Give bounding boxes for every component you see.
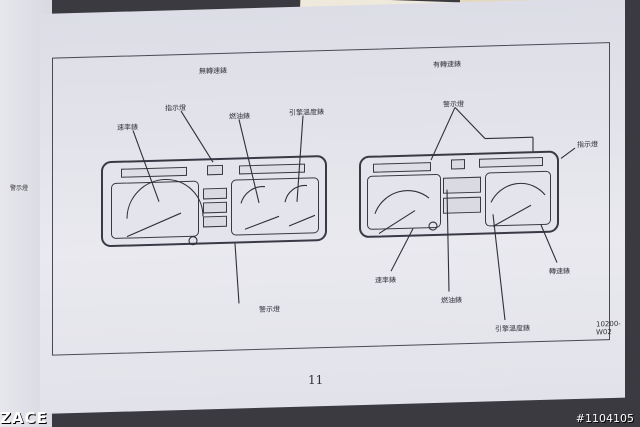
fuel-arc-left — [240, 186, 266, 204]
temp-arc-left — [284, 184, 308, 203]
manual-page: 無轉速錶 速率錶 指示燈 燃油錶 引擎溫度錶 警示燈 有轉速錶 警示燈 指示燈 … — [40, 0, 625, 414]
figure-code: 10200-W02 — [596, 319, 621, 337]
left-page-text: 警示燈 — [10, 185, 29, 192]
page-number: 11 — [308, 373, 324, 387]
tach-needle-right — [492, 204, 532, 227]
trip-knob-right — [428, 221, 438, 231]
speedometer-needle-right — [378, 210, 416, 234]
corner-logo: ZACE — [0, 409, 48, 427]
speedometer-arc-left — [126, 178, 204, 219]
speedometer-arc-right — [374, 190, 430, 214]
speedometer-needle-left — [126, 212, 182, 238]
watermark: #1104105 — [575, 412, 634, 425]
tach-arc-right — [490, 182, 546, 203]
leader-lines — [126, 107, 576, 321]
figure-frame: 無轉速錶 速率錶 指示燈 燃油錶 引擎溫度錶 警示燈 有轉速錶 警示燈 指示燈 … — [52, 42, 610, 356]
trip-knob-left — [188, 236, 198, 246]
fuel-needle-left — [244, 215, 280, 230]
temp-needle-left — [288, 214, 316, 227]
